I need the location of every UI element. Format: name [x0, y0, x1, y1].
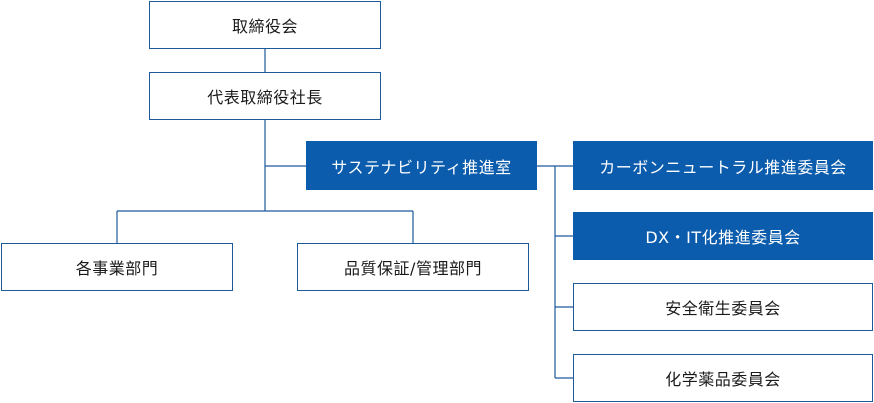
president-box: 代表取締役社長 — [149, 72, 381, 120]
president-label: 代表取締役社長 — [207, 88, 323, 107]
committee-box-dx-it: DX・IT化推進委員会 — [573, 212, 873, 260]
sustainability-office-box: サステナビリティ推進室 — [306, 141, 537, 190]
board-label: 取締役会 — [231, 17, 298, 36]
committee-box-chemicals: 化学薬品委員会 — [573, 354, 873, 402]
committee-label-chemicals: 化学薬品委員会 — [665, 370, 781, 389]
committee-box-safety-health: 安全衛生委員会 — [573, 283, 873, 331]
division-box-business: 各事業部門 — [1, 243, 233, 291]
committee-box-carbon-neutral: カーボンニュートラル推進委員会 — [573, 141, 873, 190]
division-label-quality: 品質保証/管理部門 — [344, 259, 482, 278]
board-box: 取締役会 — [149, 1, 381, 49]
division-label-business: 各事業部門 — [75, 259, 159, 278]
division-box-quality: 品質保証/管理部門 — [297, 243, 529, 291]
sustainability-office-label: サステナビリティ推進室 — [331, 157, 512, 177]
committee-label-safety-health: 安全衛生委員会 — [665, 299, 781, 318]
committee-label-carbon-neutral: カーボンニュートラル推進委員会 — [599, 157, 847, 177]
committee-label-dx-it: DX・IT化推進委員会 — [645, 228, 801, 247]
